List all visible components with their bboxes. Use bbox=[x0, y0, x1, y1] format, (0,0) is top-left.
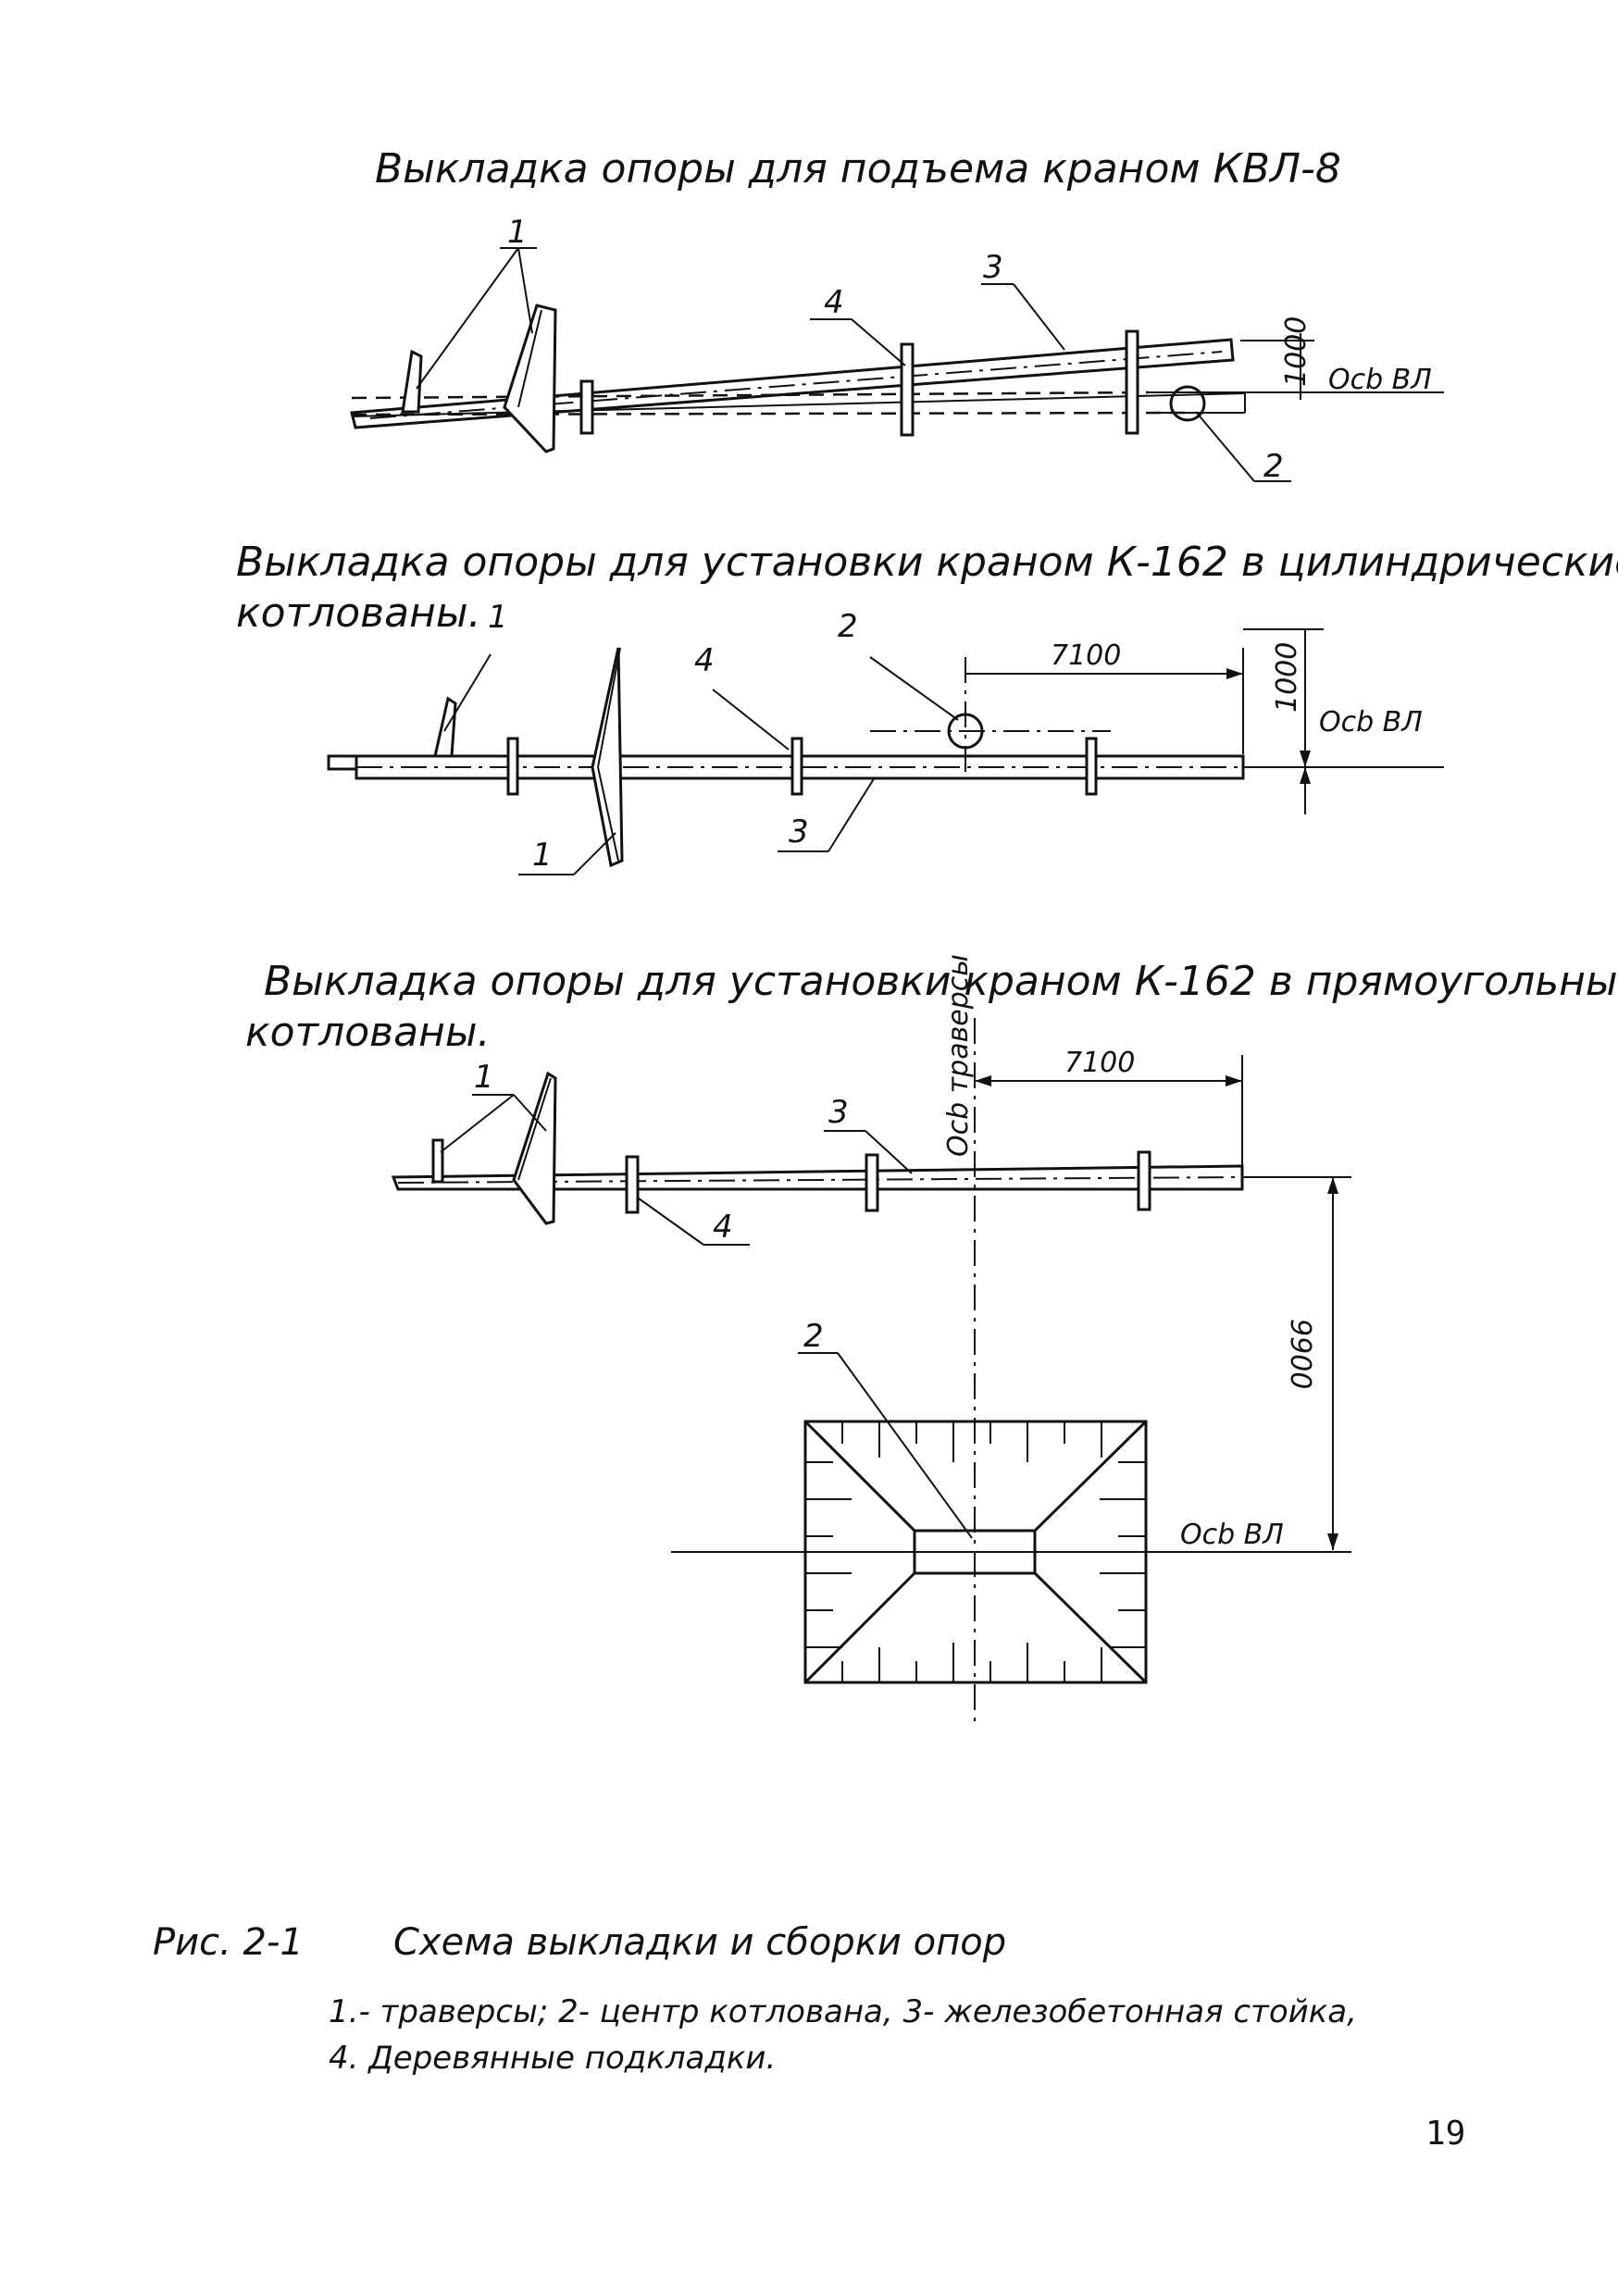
pole-rectangular bbox=[391, 1164, 1244, 1191]
section-3-title-line2: котлованы. bbox=[245, 1009, 491, 1056]
s2-label-1-top: 1 bbox=[488, 599, 508, 636]
pad-2 bbox=[900, 342, 915, 437]
pad-3-1 bbox=[625, 1155, 640, 1214]
section-1-title: Выкладка опоры для подъема краном КВЛ-8 bbox=[375, 145, 1341, 192]
s2-label-3: 3 bbox=[789, 813, 809, 850]
traverse-large bbox=[503, 304, 557, 453]
s3-label-4: 4 bbox=[713, 1209, 733, 1246]
pad-3-3 bbox=[1137, 1150, 1151, 1211]
s1-label-3: 3 bbox=[983, 249, 1003, 286]
pole-kvl8 bbox=[350, 338, 1235, 429]
pit-center bbox=[1169, 385, 1206, 422]
s3-label-2: 2 bbox=[803, 1318, 824, 1355]
pad-3 bbox=[1125, 329, 1139, 435]
slope-hatching bbox=[805, 1421, 1146, 1682]
section-2-title-line1: Выкладка опоры для установки краном К-16… bbox=[236, 539, 1618, 586]
pad-2-2 bbox=[790, 737, 803, 796]
figure-caption: Рис. 2-1 Схема выкладки и сборки опор 1.… bbox=[153, 1921, 1357, 2077]
section-3-k162-rectangular: Выкладка опоры для установки краном К-16… bbox=[245, 954, 1618, 1721]
s1-label-1: 1 bbox=[507, 214, 528, 251]
s2-axis-label: Осb ВЛ bbox=[1319, 706, 1423, 738]
traverse-small-2 bbox=[433, 696, 457, 758]
pad-1 bbox=[579, 379, 594, 435]
s1-label-4: 4 bbox=[824, 284, 844, 321]
page-number: 19 bbox=[1425, 2115, 1465, 2153]
pad-3-2 bbox=[865, 1153, 879, 1212]
s2-label-1-bottom: 1 bbox=[532, 837, 553, 874]
caption-legend-line1: 1.- траверсы; 2- центр котлована, 3- жел… bbox=[329, 1993, 1357, 2030]
s2-label-2: 2 bbox=[838, 608, 858, 645]
s3-dim-9900: 9900 bbox=[1284, 1319, 1316, 1389]
traverse-large-2 bbox=[591, 647, 624, 868]
s3-traverse-axis-label: Осb траверсы bbox=[942, 954, 975, 1157]
caption-fig-no: Рис. 2-1 bbox=[153, 1921, 304, 1964]
traverse-small bbox=[401, 349, 423, 414]
s1-dim-1000: 1000 bbox=[1280, 316, 1313, 387]
s2-dim-1000: 1000 bbox=[1271, 642, 1303, 713]
section-2-k162-cylindrical: Выкладка опоры для установки краном К-16… bbox=[236, 539, 1618, 875]
s3-label-1: 1 bbox=[474, 1059, 494, 1096]
section-3-title-line1: Выкладка опоры для установки краном К-16… bbox=[264, 958, 1618, 1005]
traverse-small-3 bbox=[431, 1138, 444, 1184]
s2-label-4: 4 bbox=[694, 642, 715, 679]
s3-label-3: 3 bbox=[828, 1094, 849, 1131]
s2-dim-7100: 7100 bbox=[1051, 639, 1121, 672]
s3-axis-label: Осb ВЛ bbox=[1180, 1519, 1284, 1551]
caption-legend-line2: 4. Деревянные подкладки. bbox=[329, 2040, 776, 2077]
section-1-kvl8-layout: Выкладка опоры для подъема краном КВЛ-8 bbox=[350, 145, 1444, 485]
s3-dim-7100: 7100 bbox=[1064, 1047, 1135, 1079]
s1-label-2: 2 bbox=[1263, 448, 1284, 485]
section-2-title-line2: котлованы. bbox=[236, 590, 481, 637]
caption-title: Схема выкладки и сборки опор bbox=[393, 1921, 1006, 1964]
s1-axis-label: Осb ВЛ bbox=[1328, 364, 1432, 396]
pad-2-1 bbox=[506, 737, 519, 796]
pad-2-3 bbox=[1085, 737, 1098, 796]
traverse-large-3 bbox=[512, 1071, 557, 1225]
